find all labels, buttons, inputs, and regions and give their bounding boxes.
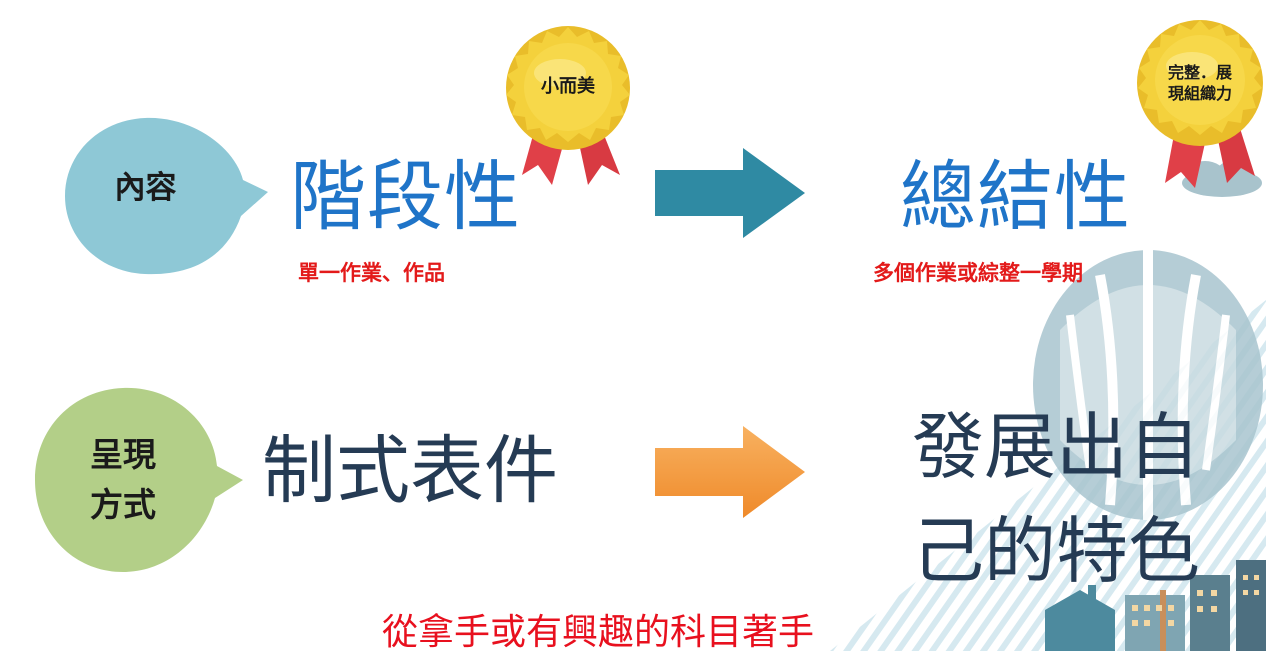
bubble-label-presentation: 呈現 方式 bbox=[90, 435, 156, 524]
content-bubble: 內容 bbox=[63, 108, 268, 283]
standard-form-title: 制式表件 bbox=[262, 428, 558, 514]
award-ribbon-icon: 小而美 bbox=[488, 25, 638, 190]
badge-label-small-and-beautiful: 小而美 bbox=[541, 76, 595, 97]
arrow-right-icon bbox=[655, 426, 805, 518]
own-characteristic-title: 發展出自 己的特色 bbox=[912, 405, 1201, 594]
stage-based-subtitle: 單一作業、作品 bbox=[298, 261, 445, 285]
award-ribbon-icon: 完整．展 現組織力 bbox=[1115, 8, 1265, 188]
badge-label-complete: 完整．展 現組織力 bbox=[1167, 63, 1232, 103]
arrow-right-icon bbox=[655, 148, 805, 238]
presentation-bubble: 呈現 方式 bbox=[33, 380, 243, 580]
bubble-label-content: 內容 bbox=[114, 170, 177, 206]
summative-subtitle: 多個作業或綜整一學期 bbox=[873, 261, 1083, 285]
stage-based-title: 階段性 bbox=[290, 152, 521, 241]
footer-tagline: 從拿手或有興趣的科目著手 bbox=[382, 612, 815, 653]
summative-title: 總結性 bbox=[900, 152, 1131, 241]
